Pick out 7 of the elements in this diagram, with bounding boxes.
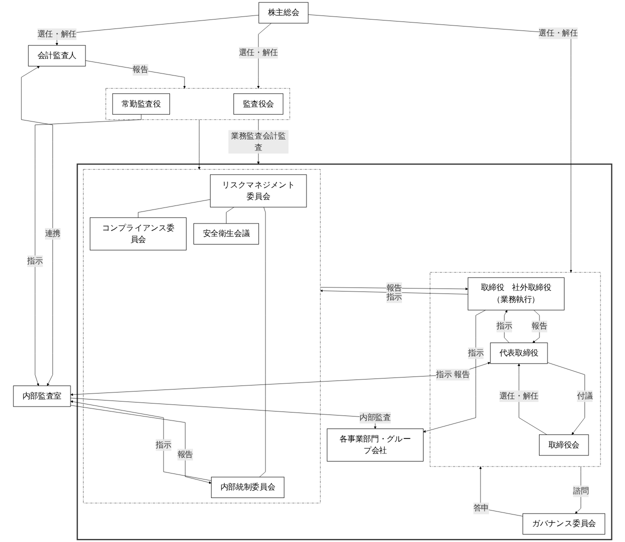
connector (226, 206, 234, 224)
cluster (430, 272, 601, 467)
cluster (83, 169, 320, 504)
cluster (76, 164, 612, 540)
connector (138, 199, 210, 218)
connector (259, 206, 266, 478)
cluster (106, 88, 290, 120)
